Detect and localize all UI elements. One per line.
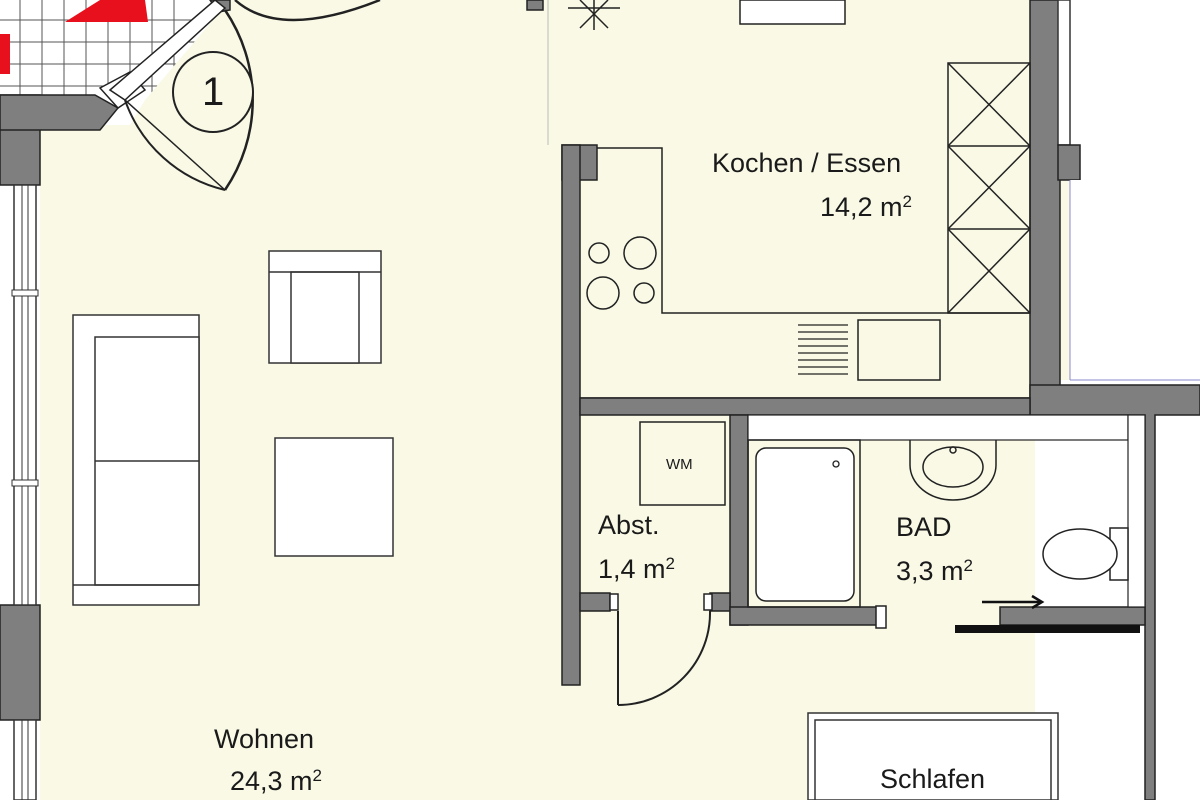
kitchen-room-name: Kochen / Essen (712, 148, 902, 178)
top-fixtures (526, 0, 846, 145)
entry-number-circle (172, 51, 254, 133)
sofa (72, 314, 200, 606)
bedroom-bed (807, 712, 1059, 800)
living-room-area: 24,3 m2 (230, 766, 323, 796)
bathroom-fixtures (747, 414, 1146, 629)
washing-machine (639, 421, 726, 506)
storage-room-area: 1,4 m2 (598, 554, 675, 584)
kitchen-counter (561, 144, 1030, 686)
toilet (1042, 527, 1129, 581)
bathtub (747, 439, 861, 608)
sliding-door-arrow (982, 594, 1045, 610)
bath-room-name: BAD (896, 512, 952, 542)
entry-door (108, 0, 381, 191)
kitchen-tall-cabinets (947, 62, 1031, 314)
armchair (268, 250, 382, 364)
living-furniture (72, 250, 394, 606)
living-room-name: Wohnen (214, 724, 315, 754)
red-marker-left (0, 34, 10, 74)
bedroom-room-name: Schlafen (880, 764, 986, 794)
washing-machine-label: WM (666, 456, 693, 473)
kitchen-sink (857, 319, 941, 381)
coffee-table (274, 437, 394, 557)
kitchen-room-area: 14,2 m2 (820, 192, 913, 222)
storage-door (609, 593, 713, 706)
storage-room-name: Abst. (598, 510, 660, 540)
entry-marker-number: 1 (202, 70, 225, 114)
dining-table (739, 0, 846, 25)
sliding-door-track (955, 625, 1140, 633)
stove (586, 236, 657, 310)
sink-drainer (798, 324, 848, 375)
bath-room-area: 3,3 m2 (896, 556, 973, 586)
red-marker (65, 0, 148, 22)
washbasin (909, 440, 997, 501)
